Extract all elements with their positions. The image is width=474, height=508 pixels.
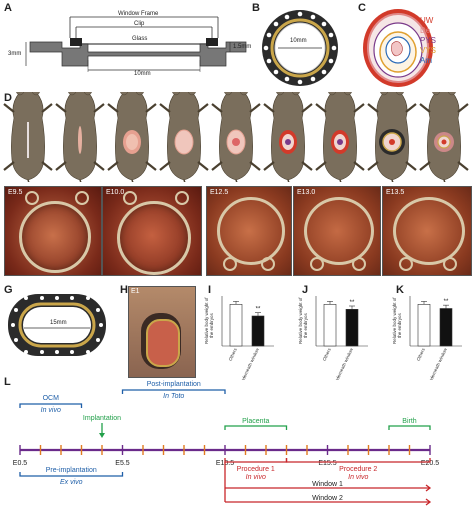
photo-e10-0: E10.0 (102, 186, 202, 276)
y-axis-label: Relative body weight of (204, 297, 209, 344)
ocm-bracket (19, 403, 83, 408)
implantation-label: Implantation (83, 415, 121, 422)
ocm-in-vivo-label: In vivo (41, 407, 61, 414)
significance-mark: ** (444, 299, 449, 305)
procedure-1-sub-label: In vivo (246, 474, 266, 481)
placenta-bracket (224, 425, 288, 430)
birth-label: Birth (402, 418, 417, 425)
y-axis-label-2: the embryos (303, 312, 308, 338)
round-window-top-view (262, 10, 338, 86)
panel-b-label: B (252, 2, 260, 14)
procedure-1-bracket (224, 458, 288, 463)
category-label: Others (228, 347, 239, 362)
panel-a-label: A (4, 2, 12, 14)
photo-e9-5-label: E9.5 (8, 189, 23, 196)
bar (229, 304, 243, 347)
photo-e13-5: E13.5 (382, 186, 472, 276)
legend-pys: PYS (420, 36, 437, 45)
embryo-layers-diagram (363, 9, 433, 87)
tick-label: E5.5 (115, 460, 130, 467)
post-implantation-bracket (121, 389, 226, 394)
category-label: Underneath window (427, 347, 449, 380)
dim-3mm-label: 3mm (8, 51, 22, 57)
window-1-arrow-head (425, 484, 432, 492)
panel-d-label: D (4, 92, 12, 104)
window-2-label: Window 2 (312, 495, 343, 502)
photo-e13-0-label: E13.0 (297, 189, 316, 196)
panel-g-label: G (4, 284, 13, 296)
y-axis-label: Relative body weight of (392, 297, 397, 344)
dim-10mm-label: 10mm (134, 71, 151, 77)
tick-label: E15.5 (318, 460, 336, 467)
category-label: Others (416, 347, 427, 362)
birth-bracket (388, 425, 431, 430)
implantation-arrow-head (99, 433, 105, 438)
pre-implantation-label: Pre-implantation (46, 467, 97, 474)
oval-window-top-view (8, 294, 106, 356)
procedure-2-sub-label: In vivo (348, 474, 368, 481)
in-toto-label: In Toto (163, 393, 184, 400)
post-implantation-label: Post-implantation (147, 381, 201, 388)
panel-k-label: K (396, 284, 404, 296)
bar (323, 304, 337, 347)
photo-h-label: E1 (131, 288, 140, 295)
surgery-procedure-sequence (2, 92, 470, 182)
photo-e13-5-label: E13.5 (386, 189, 405, 196)
tick-label: E0.5 (13, 460, 28, 467)
window-cross-section-diagram (25, 16, 247, 72)
glass-label: Glass (132, 36, 148, 42)
panel-i-label: I (208, 284, 212, 296)
significance-mark: ** (350, 300, 355, 306)
legend-am: Am (420, 56, 432, 65)
photo-mouse-oval-window: E1 (128, 286, 196, 378)
legend-vys: VYS (420, 46, 437, 55)
procedure-2-label: Procedure 2 (339, 466, 377, 473)
y-axis-label-2: the embryos (209, 312, 214, 338)
y-axis-label-2: the embryos (397, 312, 402, 338)
photo-e10-0-label: E10.0 (106, 189, 125, 196)
ocm-label: OCM (43, 395, 60, 402)
embryo-layer-legend: UW De PYS VYS Am (420, 16, 436, 66)
panel-l-label: L (4, 376, 11, 388)
photo-e12-5: E12.5 (206, 186, 292, 276)
photo-e13-0: E13.0 (293, 186, 381, 276)
y-axis-label: Relative body weight of (298, 297, 303, 344)
window-1-label: Window 1 (312, 481, 343, 488)
round-window-dim: 10mm (290, 38, 307, 44)
category-label: Underneath window (333, 347, 355, 380)
placenta-label: Placenta (242, 418, 269, 425)
tick-label: E20.5 (421, 460, 439, 467)
ex-vivo-label: Ex vivo (60, 479, 83, 486)
significance-mark: ** (256, 307, 261, 313)
legend-de: De (420, 26, 431, 35)
panel-h-label: H (120, 284, 128, 296)
window-2-arrow-head (425, 498, 432, 506)
dim-1-5mm-label: 1.5mm (233, 44, 252, 50)
clip-label: Clip (134, 21, 145, 27)
oval-window-dim: 15mm (50, 320, 67, 326)
procedure-1-label: Procedure 1 (237, 466, 275, 473)
category-label: Others (322, 347, 333, 362)
bar (439, 308, 453, 347)
panel-j-label: J (302, 284, 309, 296)
procedure-2-bracket (285, 458, 431, 463)
bar (417, 304, 431, 347)
bar (251, 315, 265, 347)
category-label: Underneath window (239, 347, 261, 380)
window-frame-label: Window Frame (118, 11, 159, 17)
photo-e9-5: E9.5 (4, 186, 102, 276)
legend-uw: UW (420, 16, 434, 25)
photo-e12-5-label: E12.5 (210, 189, 229, 196)
panel-c-label: C (358, 2, 366, 14)
bar (345, 309, 359, 347)
pre-implantation-bracket (19, 472, 124, 477)
